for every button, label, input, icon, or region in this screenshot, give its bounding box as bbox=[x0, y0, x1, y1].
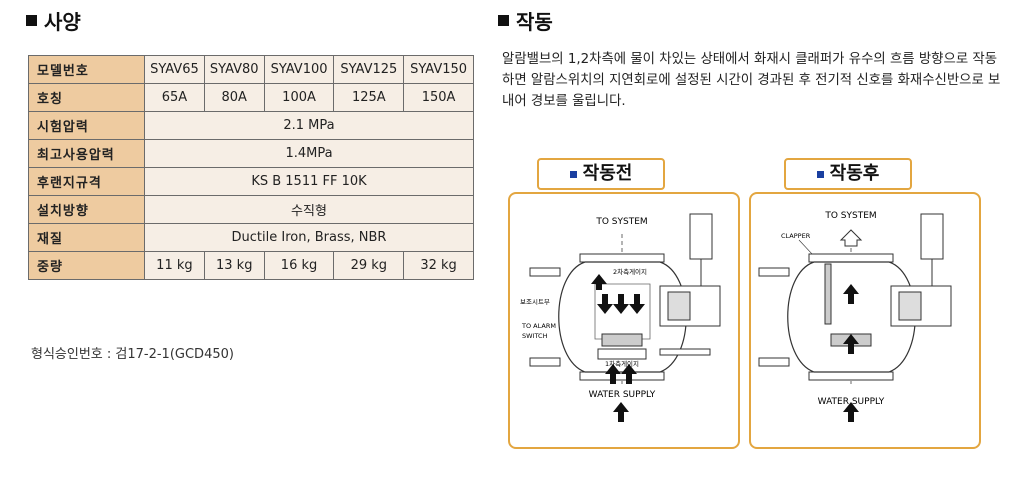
spec-cell: 125A bbox=[333, 83, 405, 112]
square-bullet-icon bbox=[498, 15, 509, 26]
spec-cell: 65A bbox=[144, 83, 205, 112]
secondary-gauge-label: 2차측게이지 bbox=[613, 267, 647, 276]
alarm-label-line1: TO ALARM bbox=[521, 322, 556, 330]
spec-row-label: 모델번호 bbox=[28, 55, 145, 84]
spec-cell: 100A bbox=[263, 83, 335, 112]
spec-row-label: 최고사용압력 bbox=[28, 139, 145, 168]
spec-cell: SYAV100 bbox=[263, 55, 335, 84]
spec-cell: SYAV125 bbox=[333, 55, 405, 84]
spec-row-label: 호칭 bbox=[28, 83, 145, 112]
spec-cell: 1.4MPa bbox=[144, 139, 474, 168]
operation-description: 알람밸브의 1,2차측에 물이 차있는 상태에서 화재시 클래퍼가 유수의 흐름… bbox=[502, 52, 1001, 109]
clapper-label: CLAPPER bbox=[781, 232, 811, 240]
square-bullet-icon bbox=[26, 15, 37, 26]
title-bullet-icon bbox=[816, 170, 824, 178]
spec-cell: 32 kg bbox=[403, 251, 474, 280]
spec-heading-text: 사양 bbox=[44, 10, 81, 34]
spec-cell: 수직형 bbox=[144, 195, 474, 224]
spec-cell: 150A bbox=[403, 83, 474, 112]
seat-label: 보조시트부 bbox=[520, 298, 550, 306]
spec-row-label: 시험압력 bbox=[28, 111, 145, 140]
water-supply-label: WATER SUPPLY bbox=[818, 397, 885, 407]
water-supply-label: WATER SUPPLY bbox=[589, 390, 656, 400]
spec-cell: SYAV80 bbox=[203, 55, 265, 84]
spec-row-label: 재질 bbox=[28, 223, 145, 252]
alarm-label-line2: SWITCH bbox=[522, 332, 548, 340]
spec-cell: 16 kg bbox=[263, 251, 335, 280]
to-system-label: TO SYSTEM bbox=[824, 211, 876, 221]
spec-cell: 80A bbox=[203, 83, 265, 112]
title-bullet-icon bbox=[569, 170, 577, 178]
spec-cell: SYAV150 bbox=[403, 55, 474, 84]
spec-cell: Ductile Iron, Brass, NBR bbox=[144, 223, 474, 252]
before-title: 작동전 bbox=[537, 158, 665, 190]
spec-cell: 13 kg bbox=[203, 251, 265, 280]
spec-cell: 2.1 MPa bbox=[144, 111, 474, 140]
spec-cell: KS B 1511 FF 10K bbox=[144, 167, 474, 196]
after-title: 작동후 bbox=[784, 158, 912, 190]
before-diagram-panel: TO SYSTEM 2차측게이지 보조시트부 TO ALARM bbox=[508, 192, 740, 449]
operation-heading-text: 작동 bbox=[516, 10, 553, 34]
spec-row-label: 후랜지규격 bbox=[28, 167, 145, 196]
after-valve-diagram: TO SYSTEM CLAPPER WATER SUPPLY bbox=[758, 211, 952, 422]
after-diagram-panel: TO SYSTEM CLAPPER WATER SUPPLY bbox=[749, 192, 981, 449]
spec-cell: 11 kg bbox=[144, 251, 205, 280]
operation-heading: 작동 bbox=[498, 6, 553, 35]
spec-cell: SYAV65 bbox=[144, 55, 205, 84]
approval-number: 형식승인번호 : 검17-2-1(GCD450) bbox=[31, 347, 234, 362]
before-valve-diagram: TO SYSTEM 2차측게이지 보조시트부 TO ALARM bbox=[520, 213, 721, 422]
spec-row-label: 설치방향 bbox=[28, 195, 145, 224]
primary-gauge-label: 1차측게이지 bbox=[605, 359, 639, 368]
to-system-label: TO SYSTEM bbox=[595, 217, 647, 227]
spec-heading: 사양 bbox=[26, 6, 81, 35]
spec-row-label: 중량 bbox=[28, 251, 145, 280]
spec-cell: 29 kg bbox=[333, 251, 405, 280]
